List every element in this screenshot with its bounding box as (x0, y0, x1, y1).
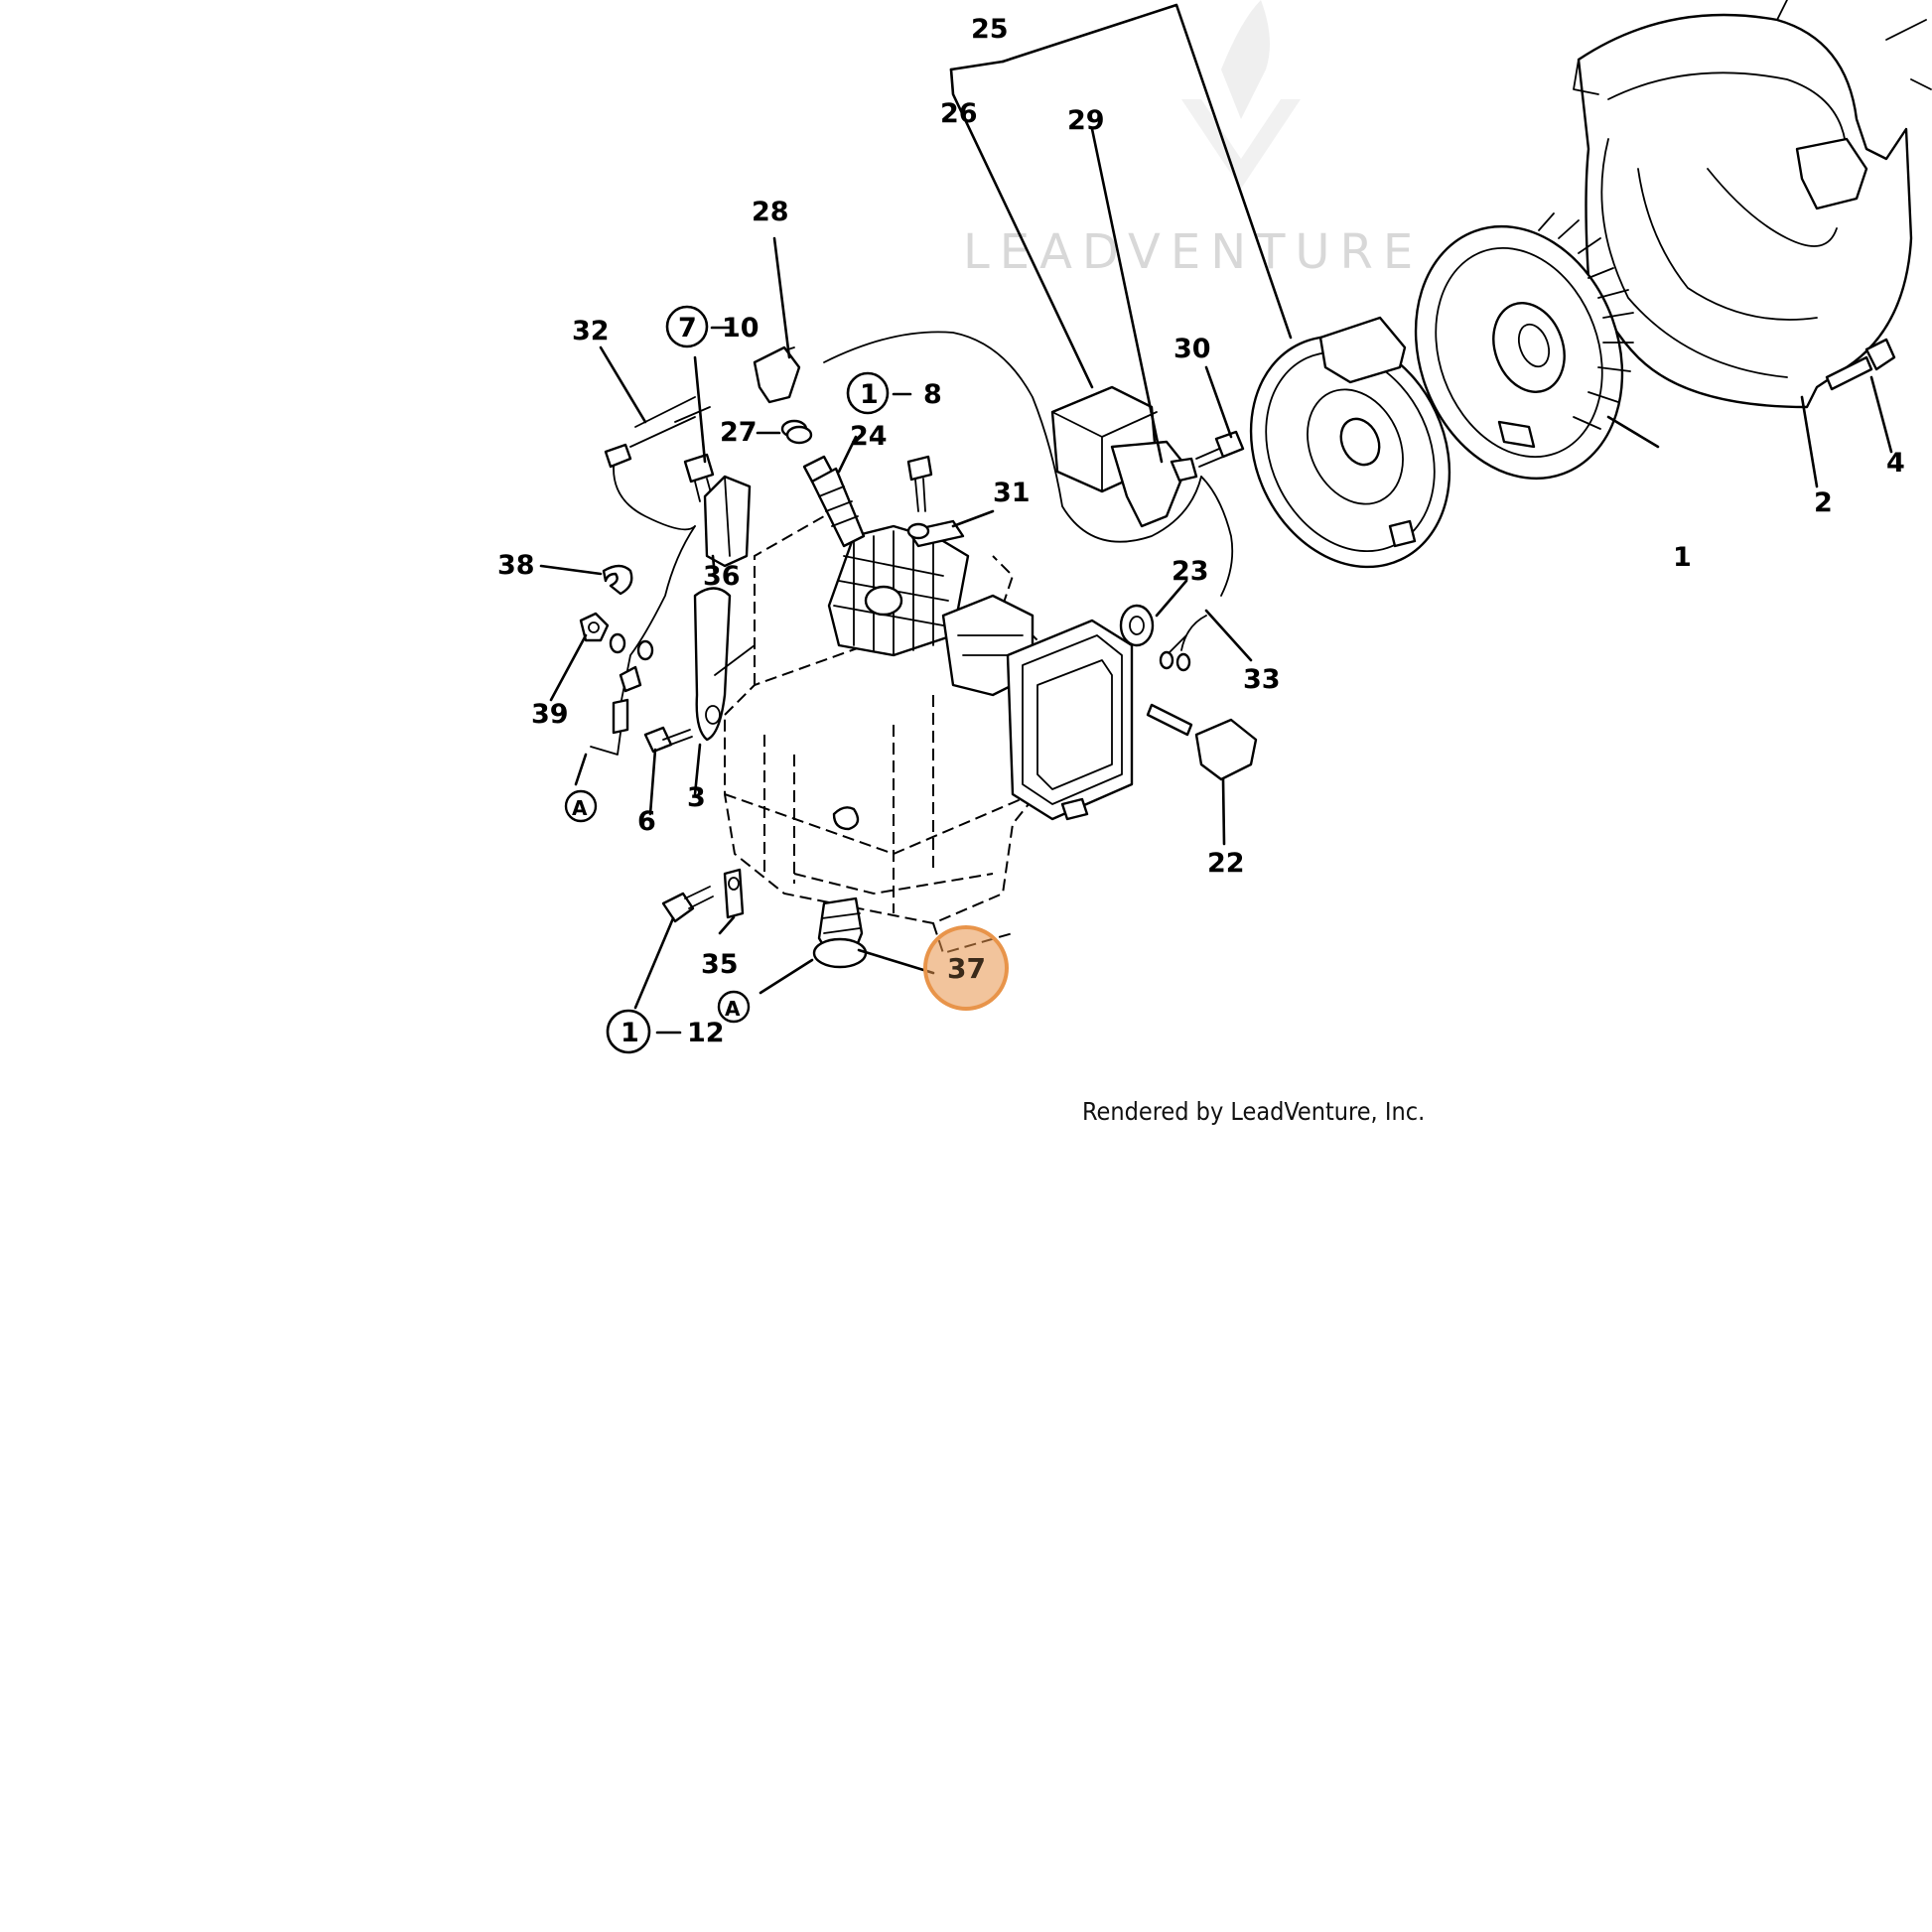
nut-39 (579, 612, 654, 661)
ignition-coil (1050, 385, 1198, 528)
cylinder-head (827, 524, 970, 657)
callout-6: 6 (637, 806, 656, 837)
callout-1-top: 1 (860, 379, 879, 410)
drain-plug-37 (812, 897, 868, 969)
bolt-8 (906, 455, 933, 512)
grommet-27 (780, 419, 813, 445)
callout-4: 4 (1886, 448, 1905, 479)
muffler-box (1006, 619, 1134, 821)
callout-39: 39 (531, 699, 569, 730)
callout-A-bottom: A (725, 997, 741, 1021)
lever-3 (693, 587, 756, 742)
callout-2: 2 (1814, 487, 1833, 518)
bolt-6 (643, 726, 693, 754)
highlighted-callout-37[interactable]: 37 (923, 925, 1009, 1011)
watermark-text: LEADVENTURE (963, 224, 1423, 280)
switch-22 (1146, 703, 1258, 781)
callout-22: 22 (1207, 848, 1245, 879)
callout-12: 12 (687, 1018, 725, 1048)
callout-circle-A-left (564, 789, 598, 823)
callout-31: 31 (993, 478, 1031, 508)
callout-23: 23 (1172, 556, 1209, 587)
callout-circle-7 (665, 305, 709, 348)
callout-circle-1-top (846, 371, 890, 415)
callout-27: 27 (720, 417, 758, 448)
callout-1-bottom: 1 (621, 1018, 639, 1048)
callout-25: 25 (971, 14, 1009, 45)
watermark-logo (1181, 0, 1301, 189)
blower-housing (1573, 0, 1932, 409)
connector-33 (1159, 615, 1207, 672)
callout-35: 35 (701, 949, 739, 980)
callout-26: 26 (940, 98, 978, 129)
callout-37[interactable]: 37 (947, 952, 986, 985)
starter-pulley (1249, 316, 1451, 569)
leader-lines (539, 3, 1893, 1010)
highlight-circle[interactable] (923, 925, 1009, 1011)
callout-7: 7 (678, 313, 697, 344)
callout-circle-A-bottom (717, 990, 751, 1024)
bolt-12 (661, 886, 714, 923)
callout-30: 30 (1173, 334, 1211, 364)
callout-3: 3 (687, 782, 706, 813)
bracket-36 (703, 475, 752, 568)
terminal-31 (906, 519, 965, 548)
callout-1: 1 (1673, 542, 1692, 573)
bolt-4 (1825, 338, 1896, 391)
callout-32: 32 (572, 316, 610, 346)
flywheel (1414, 212, 1634, 481)
callout-38: 38 (497, 550, 535, 581)
callout-24: 24 (850, 421, 888, 452)
credit-text: Rendered by LeadVenture, Inc. (1082, 1097, 1425, 1126)
callout-28: 28 (752, 197, 789, 227)
cable-ends (590, 406, 711, 756)
callout-labels: 25 26 29 28 32 7 10 1 8 27 24 30 31 38 3… (497, 14, 1905, 1054)
callout-A-left: A (572, 796, 588, 820)
callout-29: 29 (1067, 105, 1105, 136)
callout-33: 33 (1243, 664, 1281, 695)
callout-circle-1-bottom (606, 1009, 651, 1054)
bolt-30 (1195, 430, 1245, 468)
spark-plug (802, 455, 866, 548)
callout-36: 36 (703, 561, 741, 592)
callout-8: 8 (923, 379, 942, 410)
nut-23 (1119, 604, 1155, 647)
clip-38 (602, 564, 633, 596)
grommet-35 (723, 868, 745, 919)
wiring-harness (613, 331, 1234, 706)
